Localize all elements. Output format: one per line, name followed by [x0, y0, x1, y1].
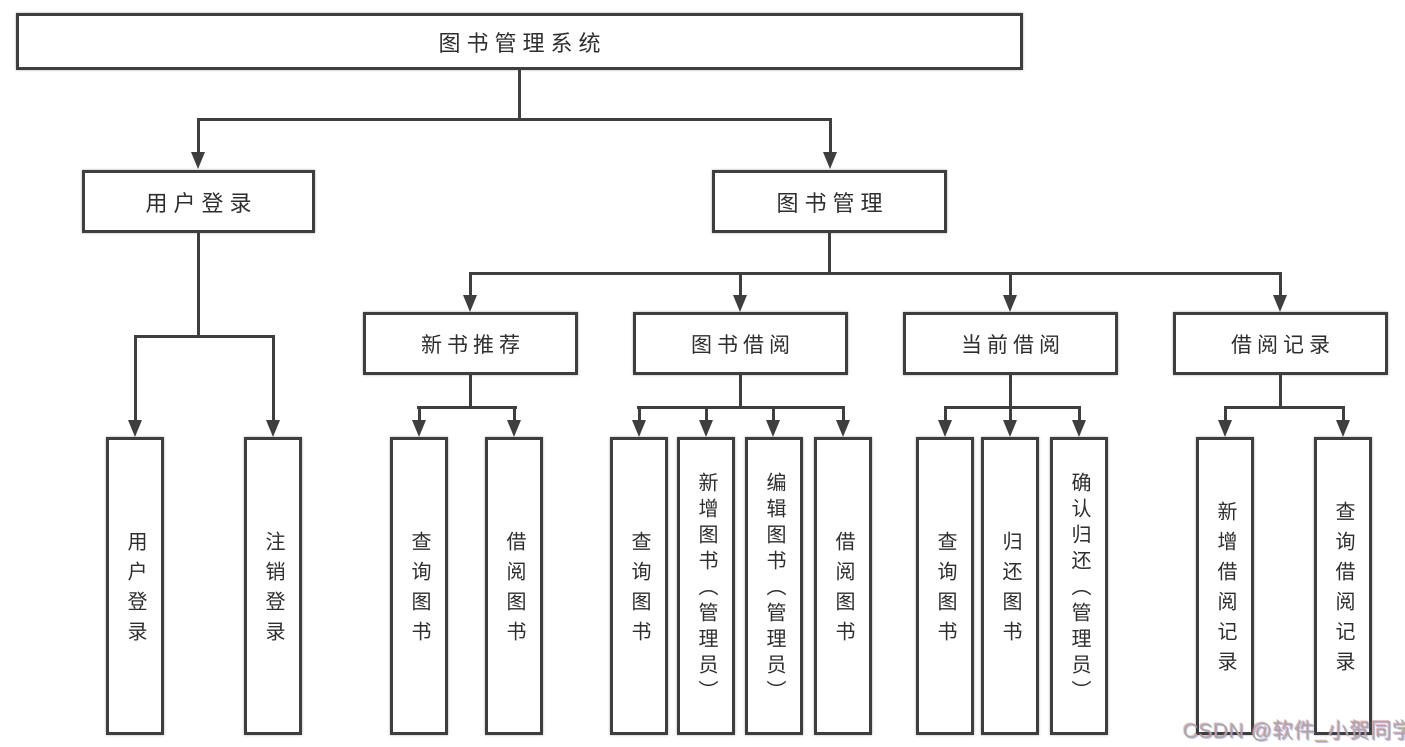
- arrow-down-icon: [733, 295, 747, 312]
- connector-l3-stub: [1009, 272, 1012, 297]
- node-borrowing-records: 借阅记录: [1173, 312, 1388, 375]
- connector-user-login-bar: [134, 335, 275, 338]
- connector-book-mgmt-bar: [469, 272, 1282, 275]
- connector-l3-stub: [1279, 272, 1282, 297]
- leaf-label: 归还图书: [999, 531, 1021, 651]
- arrow-down-icon: [766, 420, 780, 437]
- arrow-down-icon: [823, 152, 837, 169]
- leaf-query-books-borrow: 查询图书: [610, 437, 668, 735]
- arrow-down-icon: [1072, 420, 1086, 437]
- leaf-label: 注销登录: [262, 531, 284, 651]
- leaf-label: 查询借阅记录: [1332, 501, 1354, 681]
- leaf-label: 新增图书（管理员）: [695, 472, 717, 706]
- connector-book-mgmt-stub: [829, 118, 832, 154]
- connector-leaf-stub: [772, 406, 775, 422]
- leaf-borrow-books: 借阅图书: [814, 437, 872, 735]
- arrow-down-icon: [191, 152, 205, 169]
- connector-root-stem: [518, 70, 521, 119]
- leaf-label: 借阅图书: [832, 531, 854, 651]
- node-current-borrowing: 当前借阅: [903, 312, 1118, 375]
- connector-bar: [417, 406, 517, 409]
- connector-leaf-stub: [944, 406, 947, 422]
- connector-leaf-stub: [418, 406, 421, 422]
- arrow-down-icon: [836, 420, 850, 437]
- arrow-down-icon: [1273, 295, 1287, 312]
- arrow-down-icon: [938, 420, 952, 437]
- connector-bar: [944, 406, 1081, 409]
- connector-leaf-stub: [1078, 406, 1081, 422]
- connector-user-login-stem: [197, 233, 200, 337]
- leaf-label: 确认归还（管理员）: [1068, 472, 1090, 706]
- connector-leaf-stub: [272, 335, 275, 422]
- leaf-label: 编辑图书（管理员）: [763, 472, 785, 706]
- connector-stem: [469, 375, 472, 408]
- csdn-watermark: CSDN @软件_小贺同学: [1183, 720, 1405, 743]
- connector-leaf-stub: [1342, 406, 1345, 422]
- arrow-down-icon: [1336, 420, 1350, 437]
- connector-leaf-stub: [1009, 406, 1012, 422]
- connector-stem: [1009, 375, 1012, 408]
- leaf-label: 查询图书: [408, 531, 430, 651]
- connector-leaf-stub: [638, 406, 641, 422]
- node-label: 图书管理: [776, 190, 889, 216]
- leaf-label: 借阅图书: [503, 531, 525, 651]
- connector-bar: [637, 406, 845, 409]
- connector-stem: [739, 375, 742, 408]
- arrow-down-icon: [1003, 420, 1017, 437]
- arrow-down-icon: [412, 420, 426, 437]
- leaf-label: 用户登录: [124, 531, 146, 651]
- arrow-down-icon: [128, 420, 142, 437]
- node-label: 图书借阅: [691, 333, 795, 357]
- connector-leaf-stub: [705, 406, 708, 422]
- leaf-return-books: 归还图书: [981, 437, 1039, 735]
- arrow-down-icon: [266, 420, 280, 437]
- connector-bar: [1224, 406, 1345, 409]
- leaf-label: 查询图书: [934, 531, 956, 651]
- connector-l3-stub: [469, 272, 472, 297]
- connector-leaf-stub: [1224, 406, 1227, 422]
- arrow-down-icon: [632, 420, 646, 437]
- node-label: 借阅记录: [1231, 333, 1335, 357]
- leaf-user-login: 用户登录: [106, 437, 164, 735]
- leaf-query-borrow-record: 查询借阅记录: [1314, 437, 1372, 735]
- leaf-borrow-books-recommend: 借阅图书: [485, 437, 543, 735]
- node-label: 用户登录: [145, 190, 258, 216]
- node-library-management-system: 图书管理系统: [16, 13, 1023, 70]
- connector-stem: [1279, 375, 1282, 408]
- leaf-edit-books-admin: 编辑图书（管理员）: [745, 437, 803, 735]
- connector-leaf-stub: [842, 406, 845, 422]
- node-user-login: 用户登录: [82, 170, 315, 233]
- leaf-confirm-return-admin: 确认归还（管理员）: [1050, 437, 1108, 735]
- leaf-label: 查询图书: [628, 531, 650, 651]
- connector-book-mgmt-stem: [828, 233, 831, 274]
- leaf-query-books-current: 查询图书: [916, 437, 974, 735]
- connector-leaf-stub: [134, 335, 137, 422]
- node-book-borrowing: 图书借阅: [633, 312, 848, 375]
- node-label: 图书管理系统: [438, 30, 607, 56]
- connector-root-bar: [197, 118, 832, 121]
- node-label: 当前借阅: [961, 333, 1065, 357]
- leaf-add-borrow-record: 新增借阅记录: [1196, 437, 1254, 735]
- node-label: 新书推荐: [421, 333, 525, 357]
- arrow-down-icon: [1003, 295, 1017, 312]
- leaf-label: 新增借阅记录: [1214, 501, 1236, 681]
- connector-leaf-stub: [513, 406, 516, 422]
- connector-l3-stub: [739, 272, 742, 297]
- arrow-down-icon: [463, 295, 477, 312]
- leaf-add-books-admin: 新增图书（管理员）: [677, 437, 735, 735]
- leaf-query-books-recommend: 查询图书: [390, 437, 448, 735]
- node-book-management: 图书管理: [712, 170, 947, 233]
- connector-user-login-stub: [197, 118, 200, 154]
- node-new-book-recommendation: 新书推荐: [363, 312, 578, 375]
- leaf-logout: 注销登录: [244, 437, 302, 735]
- arrow-down-icon: [1218, 420, 1232, 437]
- arrow-down-icon: [507, 420, 521, 437]
- arrow-down-icon: [699, 420, 713, 437]
